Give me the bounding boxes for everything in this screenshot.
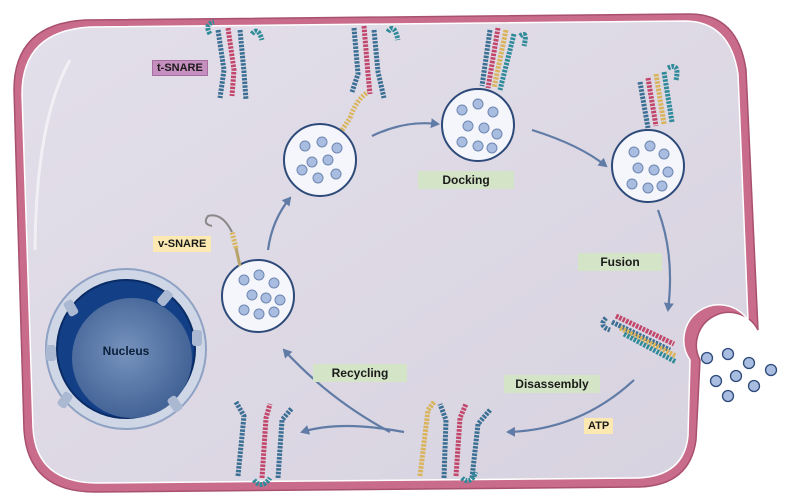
label-fusion: Fusion (578, 253, 662, 271)
label-t-snare: t-SNARE (152, 60, 208, 76)
snare-complex-disassembly (417, 400, 492, 484)
snare-complex-top (349, 25, 401, 99)
vesicle-top-left (283, 89, 370, 197)
arrow-to-recycled (300, 424, 405, 435)
snare-complex-recycled (233, 400, 294, 487)
label-v-snare: v-SNARE (153, 236, 212, 252)
snare-complex-fusion (600, 313, 678, 365)
label-disassembly: Disassembly (504, 375, 600, 393)
arrow-recycling (282, 348, 391, 433)
snare-complex-top-left (205, 19, 265, 101)
cycle-arrows (266, 118, 674, 437)
arrow-vsnare-to-vesicle (266, 196, 292, 251)
label-docking: Docking (418, 171, 514, 189)
snare-complex-fusion-top (637, 64, 680, 129)
released-contents (700, 347, 778, 403)
vesicle-pre-fusion (611, 129, 685, 203)
nucleus (45, 268, 207, 430)
vesicle-left (204, 214, 295, 333)
arrow-to-fusion-vesicle (531, 128, 608, 168)
vesicle-docking (441, 88, 515, 162)
label-atp: ATP (584, 418, 614, 434)
arrow-to-fusion (656, 209, 674, 312)
label-recycling: Recycling (313, 364, 407, 382)
label-nucleus: Nucleus (102, 344, 150, 358)
arrow-to-docking (371, 118, 440, 137)
arrow-disassembly (506, 379, 635, 437)
snare-complex-docking (479, 27, 528, 91)
